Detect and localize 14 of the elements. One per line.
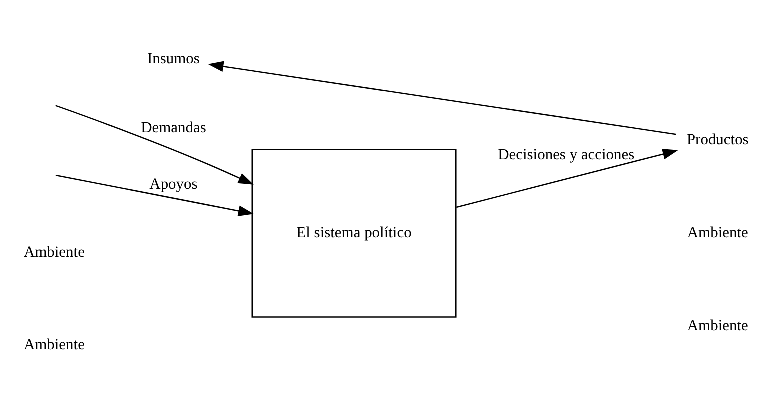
arrow xyxy=(56,104,254,184)
node-box: El sistema político xyxy=(252,148,457,318)
label: Ambiente xyxy=(24,336,85,354)
label: Ambiente xyxy=(687,224,748,241)
node-text: Insumos xyxy=(148,50,200,67)
node-text: Productos xyxy=(686,131,749,148)
edge-label: Apoyos xyxy=(150,176,198,193)
edge-label: Decisiones y acciones xyxy=(498,146,635,163)
label: Ambiente xyxy=(24,243,85,260)
arrow xyxy=(456,148,678,208)
arrow xyxy=(208,60,677,135)
label: Ambiente xyxy=(687,316,748,334)
edge-label: Demandas xyxy=(141,118,206,136)
arrow xyxy=(56,174,254,216)
